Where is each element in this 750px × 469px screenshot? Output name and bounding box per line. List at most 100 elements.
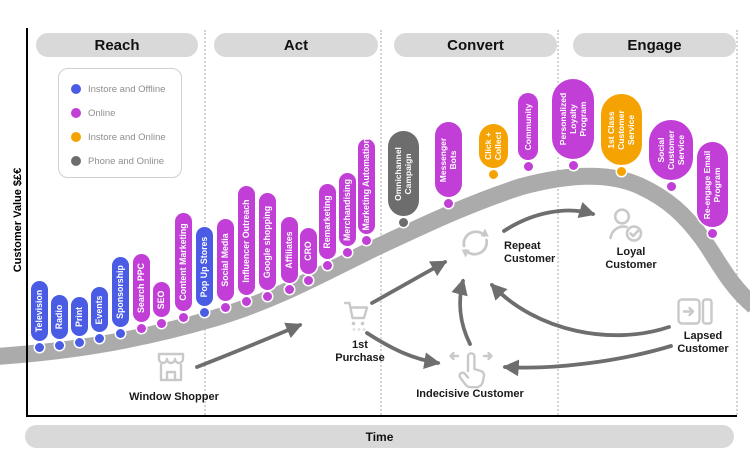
lapsed-customer-label: Lapsed Customer [677,330,729,355]
channel-pill-label: Events [93,295,104,324]
phase-divider [736,30,738,415]
channel-curve-dot-marketing-automation [361,236,371,245]
channel-curve-dot-pop-up-stores [199,308,209,317]
loyal-customer-icon [609,208,643,242]
channel-pill-merchandising: Merchandising [338,173,356,246]
phase-header-convert: Convert [394,33,557,57]
channel-pill-sponsorship: Sponsorship [111,257,129,327]
legend-item-online: Online [71,101,181,125]
channel-pill-label: Search PPC [135,263,146,313]
legend-color-dot [71,132,81,142]
channel-pill-search-ppc: Search PPC [132,254,150,322]
arrow-repeat-customer-to-loyal-customer [502,201,596,233]
channel-pill-influencer-outreach: Influencer Outreach [237,186,255,295]
channel-pill-label: Affiliates [283,231,294,269]
shopping-cart-icon [343,301,369,331]
channel-curve-dot-search-ppc [136,324,146,333]
repeat-customer-label: Repeat Customer [504,240,556,265]
channel-curve-dot-social-customer-service [666,182,676,191]
x-axis-label: Time [365,429,394,444]
channel-pill-label: Radio [53,304,64,330]
channel-pill-seo: SEO [152,282,170,317]
legend-label: Instore and Online [88,131,166,143]
channel-curve-dot-social-media [220,303,230,312]
channel-pill-television: Television [30,281,48,341]
channel-pill-label: Omnichannel Campaign [392,146,413,201]
channel-pill-marketing-automation: Marketing Automation [357,137,375,234]
legend-item-instore-and-offline: Instore and Offline [71,77,181,101]
channel-curve-dot-click-collect [488,170,498,179]
channel-pill-content-marketing: Content Marketing [174,213,192,311]
y-axis-line [26,28,28,417]
channel-curve-dot-community [523,162,533,171]
channel-curve-dot-messenger-bots [443,199,453,208]
channel-pill-pop-up-stores: Pop Up Stores [195,227,213,306]
channel-curve-dot-sponsorship [115,329,125,338]
window-shopper-label: Window Shopper [129,391,219,403]
legend-item-instore-and-online: Instore and Online [71,125,181,149]
channel-pill-label: Merchandising [341,178,352,241]
channel-pill-label: Influencer Outreach [240,198,251,283]
channel-pill-label: Social Customer Service [655,130,687,170]
channel-pill-label: Social Media [219,233,230,287]
channel-pill-radio: Radio [50,295,68,339]
x-axis-line [26,415,737,417]
arrow-lapsed-customer-to-repeat-customer [490,283,671,338]
arrow-lapsed-customer-to-indecisive-customer [502,344,673,377]
channel-pill-events: Events [90,287,108,332]
channel-curve-dot-radio [54,341,64,350]
phase-header-engage: Engage [573,33,736,57]
phase-divider [204,30,206,415]
channel-pill-omnichannel-campaign: Omnichannel Campaign [387,131,419,216]
channel-curve-dot-print [74,338,84,347]
x-axis-time-bar: Time [25,425,734,448]
phase-header-reach: Reach [36,33,198,57]
channel-curve-dot-personalized-loyalty-program [568,161,578,170]
channel-pill-print: Print [70,297,88,336]
channel-curve-dot-seo [156,319,166,328]
channel-pill-label: Sponsorship [114,265,125,319]
channel-curve-dot-merchandising [342,248,352,257]
legend-color-dot [71,156,81,166]
channel-pill-label: Marketing Automation [360,137,371,230]
legend-label: Instore and Offline [88,83,166,95]
channel-curve-dot-television [34,343,44,352]
channel-pill-label: Personalized Loyalty Program [557,92,589,146]
channel-pill-google-shopping: Google shopping [258,193,276,290]
channel-curve-dot-1st-class-customer-service [616,167,626,176]
y-axis-label: Customer Value $£€ [12,167,24,273]
channel-pill-label: Content Marketing [177,223,188,301]
legend-item-phone-and-online: Phone and Online [71,149,181,173]
channel-curve-dot-remarketing [322,261,332,270]
channel-pill-label: 1st Class Customer Service [605,109,637,150]
arrow-indecisive-customer-to-repeat-customer [451,278,472,346]
channel-pill-label: Pop Up Stores [198,236,209,297]
channel-pill-label: Television [33,289,44,333]
channel-pill-1st-class-customer-service: 1st Class Customer Service [600,94,642,165]
channel-pill-remarketing: Remarketing [318,184,336,259]
loyal-customer-label: Loyal Customer [605,246,657,271]
channel-curve-dot-google-shopping [262,292,272,301]
storefront-icon [157,352,185,382]
channel-pill-social-customer-service: Social Customer Service [649,120,693,180]
channel-pill-label: Remarketing [321,194,332,249]
channel-curve-dot-omnichannel-campaign [398,218,408,227]
channel-pill-label: Print [73,306,84,327]
channel-pill-messenger-bots: Messenger Bots [434,122,462,197]
channel-pill-re-engage-email-program: Re-engage Email Program [696,142,728,227]
indecisive-customer-label: Indecisive Customer [416,388,524,400]
channel-curve-dot-influencer-outreach [241,297,251,306]
channel-pill-community: Community [518,93,538,160]
channel-pill-click-collect: Click + Collect [478,124,508,168]
legend-color-dot [71,108,81,118]
arrow-window-shopper-to-first-purchase [195,322,303,369]
channel-pill-affiliates: Affiliates [280,217,298,283]
channel-pill-label: Community [522,103,533,150]
first-purchase-label: 1st Purchase [335,339,385,364]
channel-curve-dot-content-marketing [178,313,188,322]
arrow-first-purchase-to-repeat-customer [370,260,448,305]
channel-pill-personalized-loyalty-program: Personalized Loyalty Program [552,79,594,159]
channel-pill-label: Messenger Bots [437,137,458,182]
